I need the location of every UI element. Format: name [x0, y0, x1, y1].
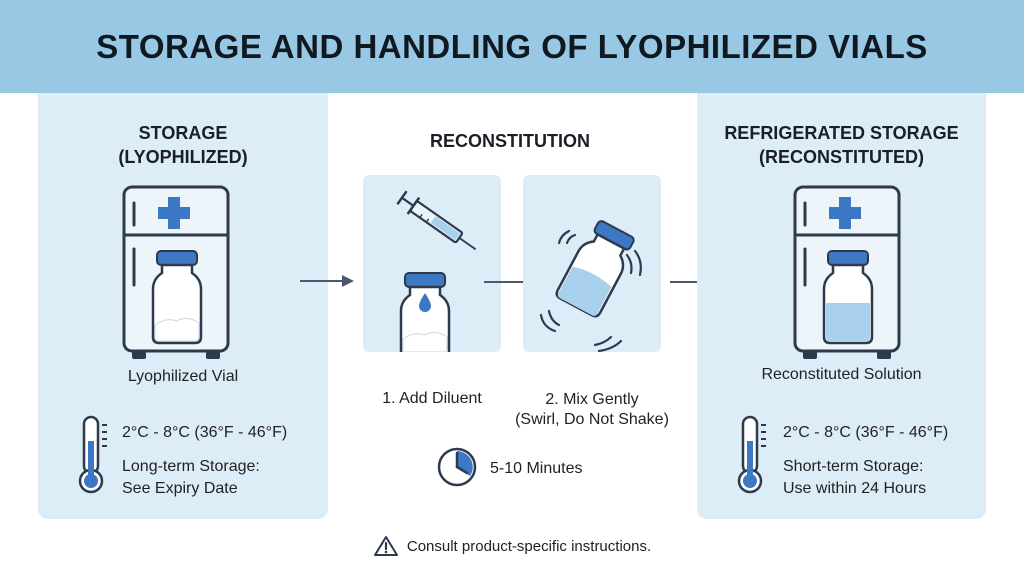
page-title: STORAGE AND HANDLING OF LYOPHILIZED VIAL…: [96, 27, 928, 65]
storage-duration-label: Long-term Storage:: [122, 458, 260, 475]
footer-text: Consult product-specific instructions.: [406, 537, 652, 555]
clock-icon: [437, 447, 477, 487]
mix-gently-box: [523, 175, 661, 352]
arrow-right-icon: [300, 275, 354, 287]
thermometer-icon: [78, 415, 107, 494]
panel-title-line2: (RECONSTITUTED): [759, 147, 924, 167]
footer-note: Consult product-specific instructions.: [0, 535, 1024, 557]
reconstituted-vial-icon: [822, 250, 874, 345]
panel-title: STORAGE (LYOPHILIZED): [38, 121, 328, 169]
storage-info: 2°C - 8°C (36°F - 46°F) Long-term Storag…: [122, 422, 287, 500]
storage-lyophilized-panel: STORAGE (LYOPHILIZED) Lyophilized Vial 2…: [38, 93, 328, 519]
temperature-range: 2°C - 8°C (36°F - 46°F): [122, 424, 288, 441]
mix-gently-caption: 2. Mix Gently (Swirl, Do Not Shake): [498, 390, 686, 430]
warning-icon: [373, 536, 398, 556]
storage-duration-value: Use within 24 Hours: [783, 480, 927, 497]
thermometer-icon: [737, 415, 766, 494]
vial-caption: Reconstituted Solution: [761, 366, 922, 383]
syringe-vial-icon: [396, 190, 477, 352]
swirling-vial-icon: [539, 220, 642, 352]
panel-title: REFRIGERATED STORAGE (RECONSTITUTED): [697, 121, 986, 169]
panel-title-line1: STORAGE: [138, 123, 228, 143]
time-label: 5-10 Minutes: [490, 460, 583, 477]
add-diluent-caption: 1. Add Diluent: [382, 390, 482, 407]
vial-caption: Lyophilized Vial: [127, 368, 239, 385]
panel-title-line2: (LYOPHILIZED): [118, 147, 248, 167]
header-banner: STORAGE AND HANDLING OF LYOPHILIZED VIAL…: [0, 0, 1024, 93]
storage-duration-value: See Expiry Date: [122, 480, 238, 497]
temperature-range: 2°C - 8°C (36°F - 46°F): [783, 424, 949, 441]
refrigerator-icon: [793, 185, 901, 359]
reconstitution-title: RECONSTITUTION: [430, 131, 590, 151]
refrigerator-icon: [122, 185, 230, 359]
lyophilized-vial-icon: [151, 250, 203, 345]
storage-duration-label: Short-term Storage:: [783, 458, 924, 475]
panel-title-line1: REFRIGERATED STORAGE: [724, 123, 959, 143]
mix-gently-line2: (Swirl, Do Not Shake): [515, 411, 669, 428]
mix-gently-line1: 2. Mix Gently: [545, 391, 639, 408]
storage-info: 2°C - 8°C (36°F - 46°F) Short-term Stora…: [783, 422, 948, 500]
refrigerated-storage-panel: REFRIGERATED STORAGE (RECONSTITUTED) Rec…: [697, 93, 986, 519]
add-diluent-box: [363, 175, 501, 352]
